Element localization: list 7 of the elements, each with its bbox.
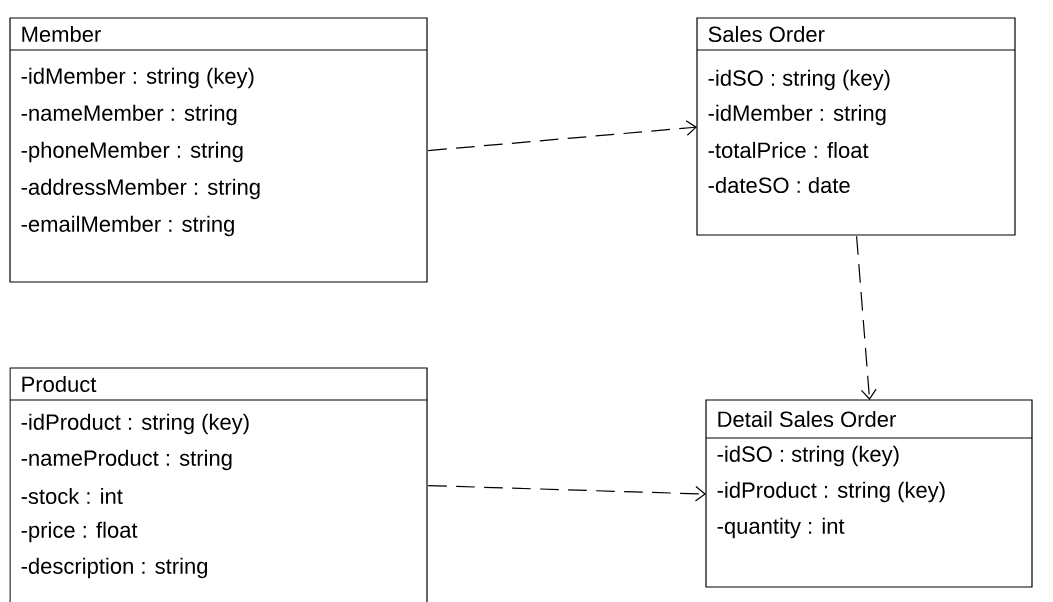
class-box: Member -idMember : string (key) -nameMember : string -phoneMember : string -addressMember : string -emailMember : string [9,17,428,283]
dashed-arrow [427,120,697,152]
class-box: Sales Order -idSO : string (key) -idMember : string -totalPrice : float -dateSO : date [696,17,1016,236]
class-box: Product -idProduct : string (key) -nameProduct : string -stock : int -price : float -description : string [9,367,428,602]
class-box: Detail Sales Order -idSO : string (key) -idProduct : string (key) -quantity : int [705,399,1033,588]
dashed-arrow [856,235,877,400]
dashed-arrow [427,485,706,502]
